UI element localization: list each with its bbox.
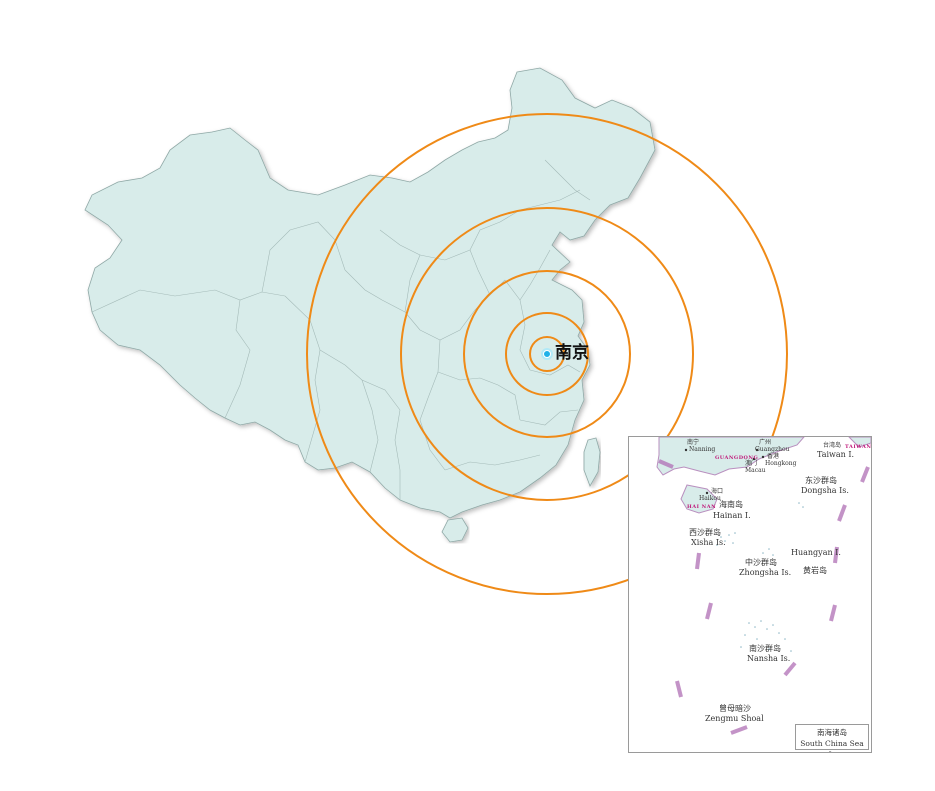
label-zhongsha-en: Zhongsha Is.	[739, 568, 792, 577]
label-xisha-en: Xisha Is.	[691, 538, 726, 547]
city-label-nanjing: 南京	[555, 343, 589, 363]
ring-1	[529, 336, 565, 372]
label-zengmu-cn: 曾母暗沙	[719, 704, 751, 713]
label-nansha-cn: 南沙群岛	[749, 644, 781, 653]
legend-cn: 南海诸岛	[817, 728, 847, 737]
label-guangdong: GUANGDONG	[715, 455, 759, 461]
inset-mainland-coast	[656, 437, 805, 476]
label-nansha-en: Nansha Is.	[747, 654, 791, 663]
inset-taiwan-coast	[848, 437, 871, 448]
inset-legend: 南海诸岛 South China Sea Is	[795, 724, 869, 752]
inset-map	[656, 437, 871, 735]
label-huangyan-cn: 黄岩岛	[803, 566, 827, 575]
label-dongsha-cn: 东沙群岛	[805, 476, 837, 485]
ring-2	[505, 312, 589, 396]
label-hongkong-cn: 香港	[767, 453, 780, 460]
label-huangyan-en: Huangyan I.	[791, 548, 841, 557]
label-hainan-province: HAI NAN	[687, 504, 717, 510]
label-hainan-island-cn: 海南岛	[719, 500, 743, 509]
ring-3	[463, 270, 631, 438]
label-nanning-en: Nanning	[689, 446, 716, 453]
legend-en: South China Sea Is	[800, 739, 864, 752]
label-haikou-cn: 海口	[711, 488, 724, 495]
label-guangzhou-cn: 广州	[759, 439, 772, 446]
label-macau-en: Macau	[745, 467, 766, 474]
label-dongsha-en: Dongsha Is.	[801, 486, 849, 495]
distance-rings	[306, 113, 788, 595]
inset-city-points	[684, 448, 765, 495]
nine-dash-line	[658, 459, 870, 735]
label-taiwan-island-cn: 台湾岛	[823, 442, 842, 449]
label-hainan-island-en: Hainan I.	[713, 511, 751, 520]
ring-5	[306, 113, 788, 595]
province-borders	[91, 159, 591, 500]
label-guangzhou-en: Guangzhou	[755, 446, 790, 453]
label-macau-cn: 澳门	[745, 460, 758, 467]
label-zengmu-en: Zengmu Shoal	[705, 714, 764, 723]
label-hongkong-en: Hongkong	[765, 460, 797, 467]
label-nanning-cn: 南宁	[687, 439, 700, 446]
label-taiwan-island-en: Taiwan I.	[817, 450, 855, 459]
city-marker	[543, 350, 551, 358]
taiwan-island	[583, 437, 601, 487]
island-dots	[716, 502, 804, 652]
label-taiwan-province: TAIWAN	[845, 444, 872, 450]
south-china-sea-inset: 南宁 Nanning 广州 Guangzhou GUANGDONG 香港 Hon…	[628, 436, 872, 753]
hainan-island	[441, 517, 469, 543]
ring-4	[400, 207, 694, 501]
label-haikou-en: Haikou	[699, 495, 721, 502]
inset-hainan	[680, 484, 718, 514]
label-xisha-cn: 西沙群岛	[689, 528, 721, 537]
label-zhongsha-cn: 中沙群岛	[745, 558, 777, 567]
